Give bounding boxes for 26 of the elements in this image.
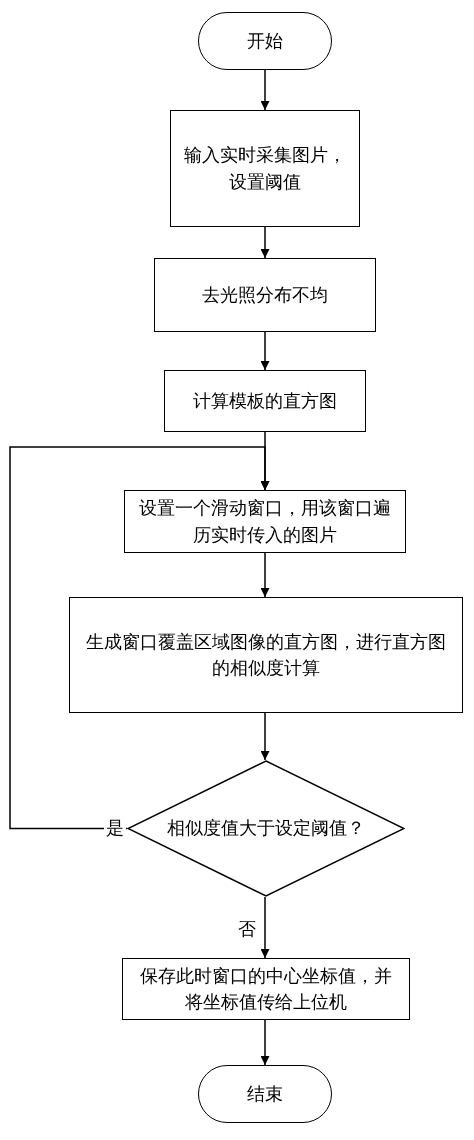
decision-diamond xyxy=(127,760,405,897)
process-box xyxy=(164,370,366,432)
process-box xyxy=(122,958,410,1020)
node-text: 设置一个滑动窗口，用该窗口遍历实时传入的图片 xyxy=(138,496,392,547)
arrow xyxy=(260,331,270,371)
node-text: 去光照分布不均 xyxy=(202,282,328,307)
node-text: 计算模板的直方图 xyxy=(193,388,337,413)
node-text: 保存此时窗口的中心坐标值，并将坐标值传给上位机 xyxy=(139,963,393,1014)
arrow xyxy=(260,552,270,598)
process-box xyxy=(124,490,406,553)
arrow xyxy=(260,69,270,111)
edge-label: 是 xyxy=(104,817,126,839)
node-text: 相似度值大于设定阈值？ xyxy=(167,816,365,841)
process-box xyxy=(170,110,360,227)
arrow xyxy=(260,1019,270,1066)
arrow xyxy=(9,446,270,830)
node-text: 生成窗口覆盖区域图像的直方图，进行直方图的相似度计算 xyxy=(85,629,447,680)
edge-label: 否 xyxy=(236,918,258,940)
node-text: 开始 xyxy=(247,28,283,53)
process-box xyxy=(69,597,463,713)
arrow xyxy=(260,226,270,259)
node-text: 输入实时采集图片，设置阈值 xyxy=(183,143,347,194)
arrow xyxy=(260,712,270,761)
node-text: 结束 xyxy=(247,1081,283,1106)
process-box xyxy=(154,258,376,332)
arrow xyxy=(260,896,270,959)
